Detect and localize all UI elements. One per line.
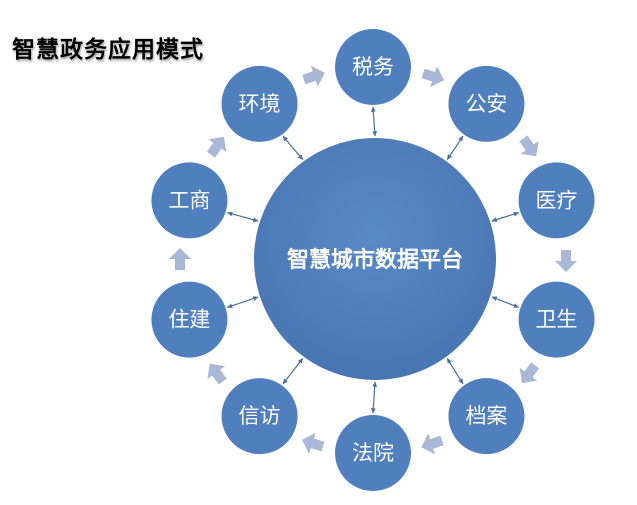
diagram-title: 智慧政务应用模式 <box>12 37 204 63</box>
node-7: 住建 <box>151 281 228 358</box>
flow-arrow-icon <box>555 250 577 272</box>
node-circle <box>448 378 525 455</box>
node-circle <box>518 281 595 358</box>
node-circle <box>221 65 298 142</box>
flow-arrow-icon <box>421 66 445 88</box>
node-circle <box>221 378 298 455</box>
flow-arrow-icon <box>301 432 325 454</box>
connector-arrow <box>282 135 304 160</box>
connector-arrow <box>226 211 259 223</box>
node-circle <box>151 281 228 358</box>
flow-arrow-icon <box>207 363 227 385</box>
flow-arrow-icon <box>421 433 444 455</box>
connector-arrow <box>446 357 464 385</box>
node-2: 医疗 <box>518 162 595 239</box>
node-label: 公安 <box>465 92 507 116</box>
node-circle <box>448 65 525 142</box>
connector-arrow <box>446 135 464 160</box>
node-label: 档案 <box>465 404 507 428</box>
node-5: 法院 <box>335 415 411 491</box>
node-1: 公安 <box>448 65 525 142</box>
node-label: 工商 <box>168 188 210 212</box>
flow-arrow-icon <box>519 362 540 384</box>
node-label: 税务 <box>352 55 394 79</box>
node-label: 信访 <box>239 404 281 428</box>
node-4: 档案 <box>448 378 525 455</box>
node-label: 医疗 <box>536 188 578 212</box>
node-8: 工商 <box>151 162 228 239</box>
node-3: 卫生 <box>518 281 595 358</box>
connector-arrow <box>282 358 304 385</box>
connector-arrow <box>370 106 378 137</box>
node-label: 卫生 <box>536 308 578 332</box>
node-6: 信访 <box>221 378 298 455</box>
node-circle <box>335 415 411 491</box>
node-0: 税务 <box>335 29 411 105</box>
node-circle <box>335 29 411 105</box>
flow-arrow-icon <box>169 248 191 270</box>
connector-arrow <box>491 211 520 222</box>
connector-arrow <box>226 296 259 309</box>
node-circle <box>518 162 595 239</box>
center-platform-circle <box>254 138 496 380</box>
node-9: 环境 <box>221 65 298 142</box>
connector-arrow <box>370 381 378 414</box>
flow-arrow-icon <box>302 65 325 87</box>
connector-arrow <box>491 296 520 308</box>
node-label: 住建 <box>168 308 210 332</box>
node-label: 法院 <box>352 441 394 465</box>
node-label: 环境 <box>239 92 281 116</box>
flow-arrow-icon <box>206 136 227 158</box>
node-circle <box>151 162 228 239</box>
flow-arrow-icon <box>519 135 539 157</box>
center-platform-label: 智慧城市数据平台 <box>287 247 463 273</box>
